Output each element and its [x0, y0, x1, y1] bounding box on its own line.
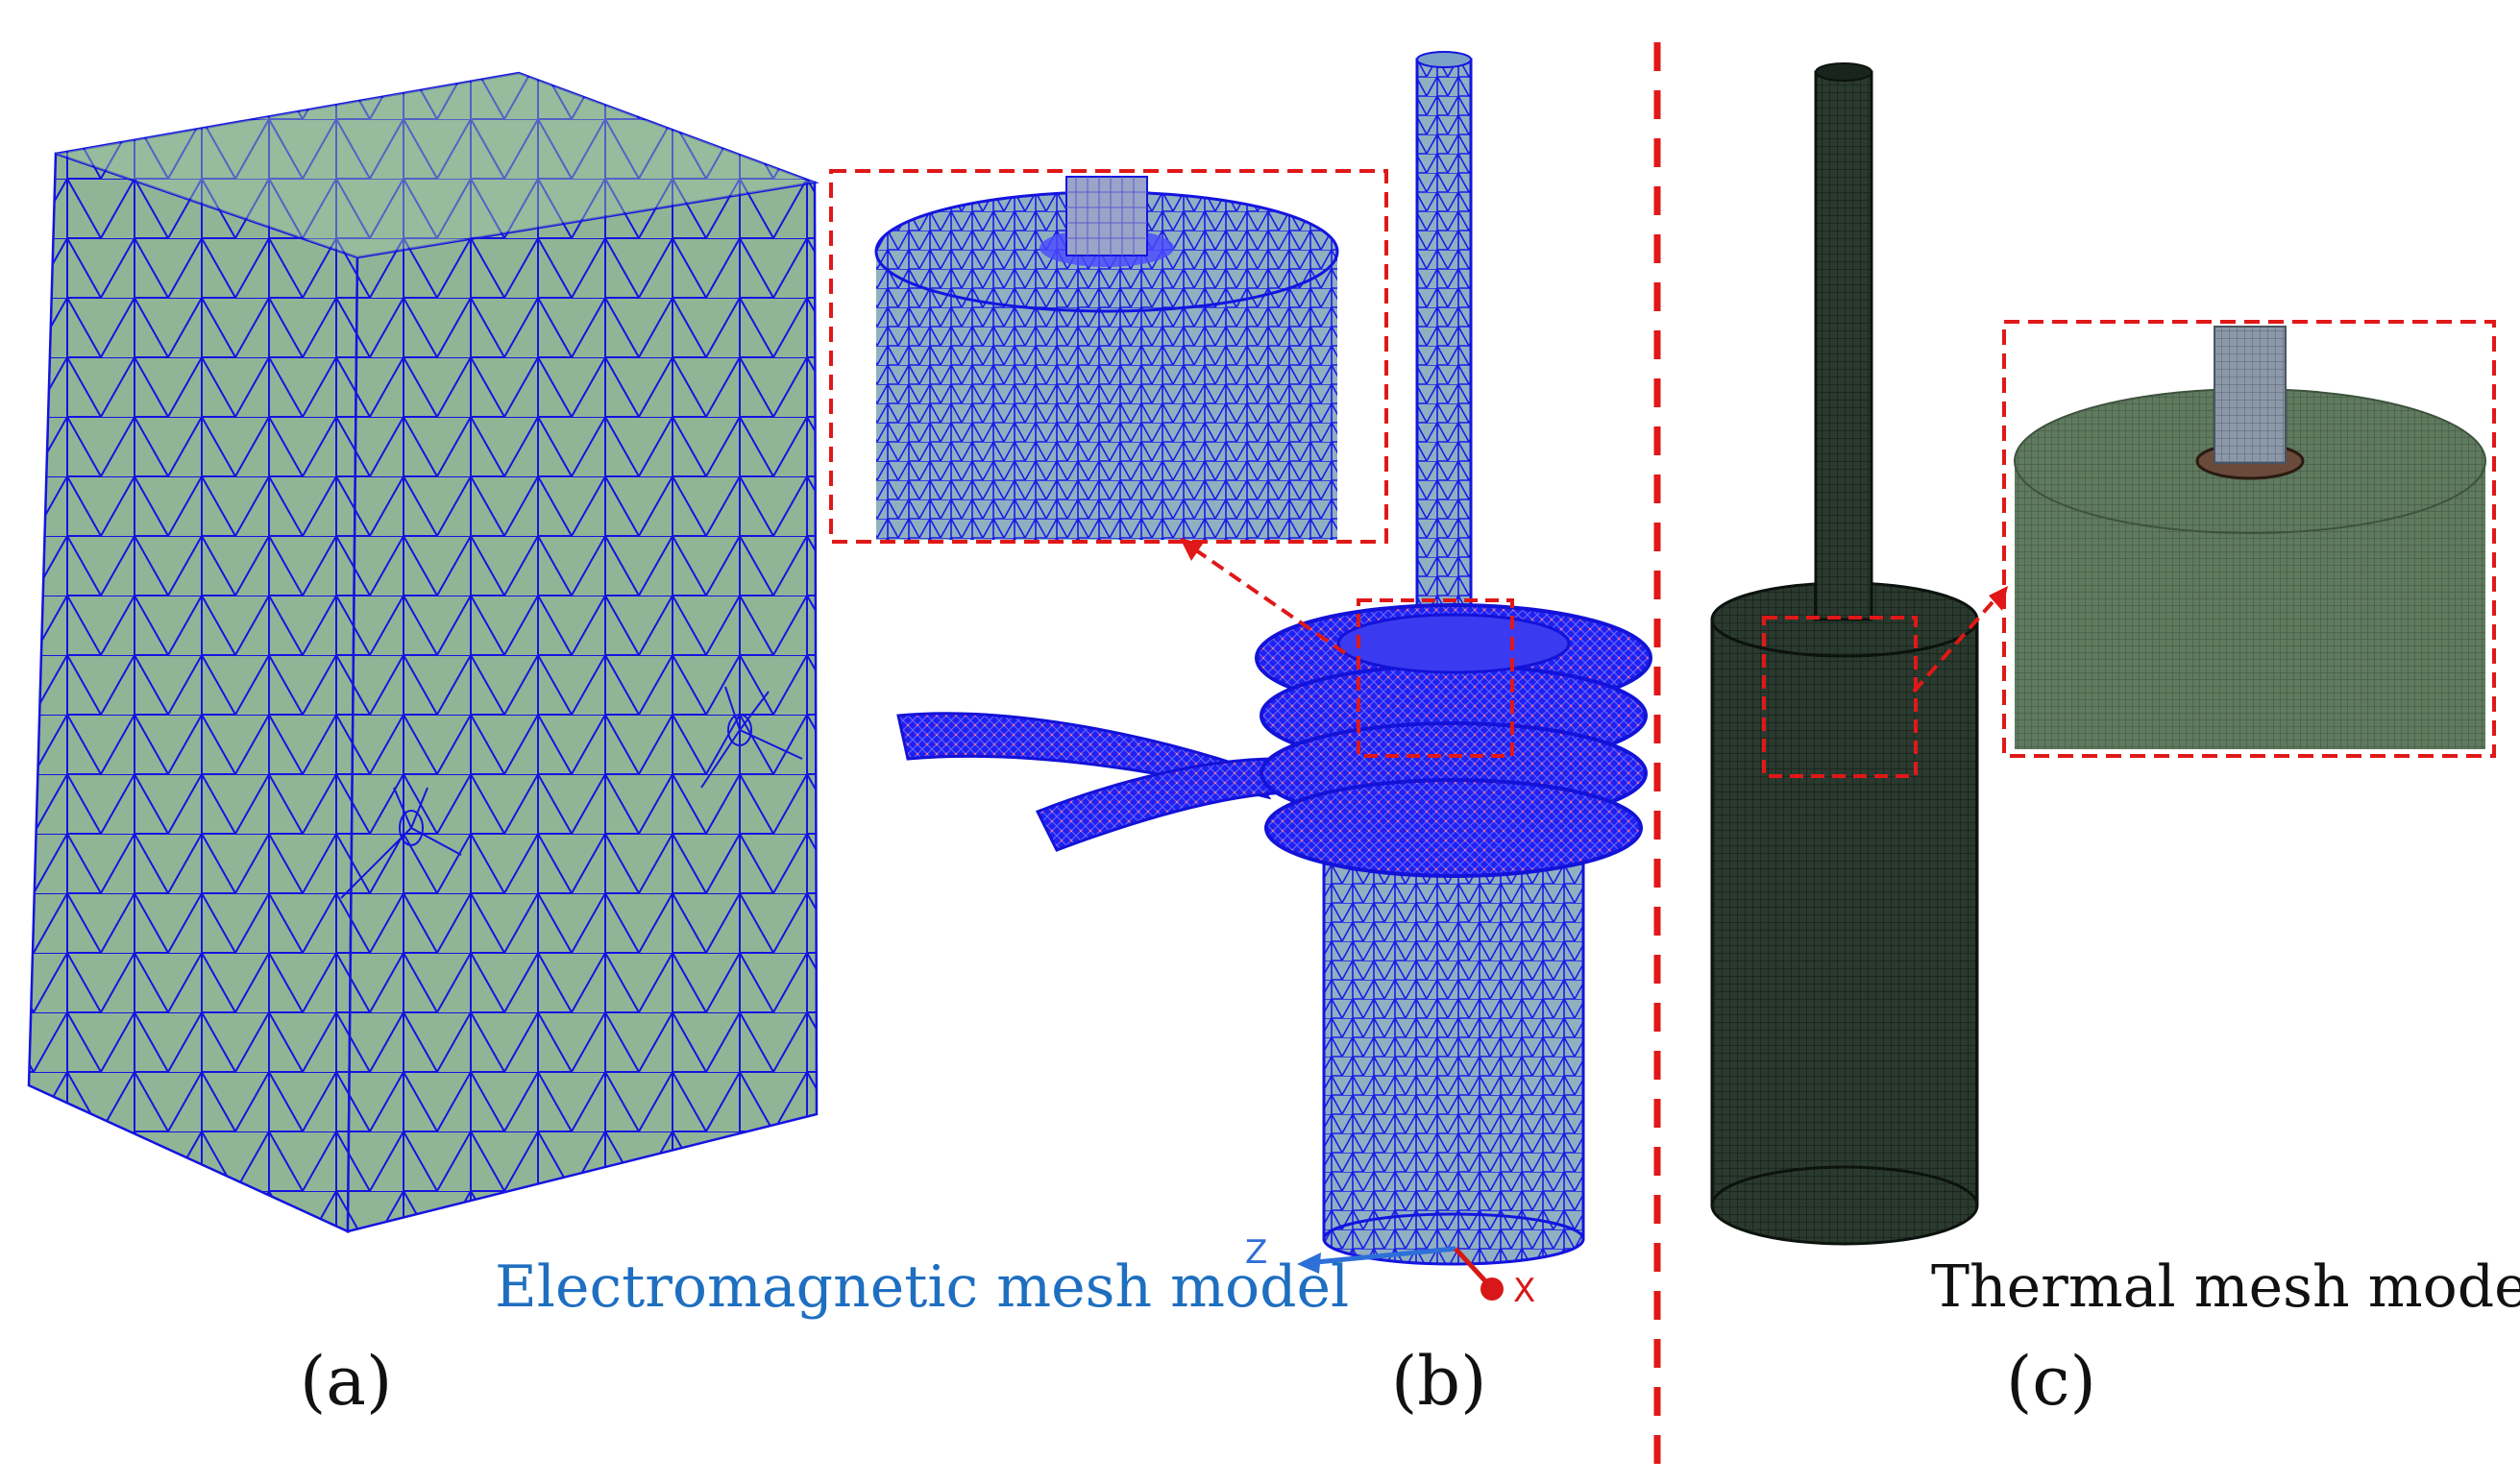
em-zoom-arrowhead	[1180, 538, 1203, 561]
coordinate-triad: Z X	[1245, 1233, 1535, 1310]
em-workpiece-mesh	[1322, 824, 1585, 1266]
em-zoom-connector	[1185, 542, 1347, 655]
thermal-zoom-arrowhead	[1989, 586, 2008, 611]
thermal-highlight-region	[1762, 616, 1918, 778]
panel-label-b: (b)	[1391, 1342, 1486, 1421]
electromagnetic-caption: Electromagnetic mesh model	[495, 1253, 1349, 1321]
em-zoom-inset	[829, 169, 1388, 544]
mesh-singularity-left	[340, 787, 462, 899]
axis-z-label: Z	[1245, 1233, 1267, 1272]
thermal-zoom-inset	[2002, 320, 2496, 758]
em-highlight-region	[1357, 598, 1514, 758]
air-box-mesh	[27, 71, 820, 1233]
mesh-singularity-right	[700, 686, 803, 789]
thermal-rod-mesh	[1814, 62, 1873, 621]
thermal-workpiece-mesh	[1710, 581, 1979, 1246]
em-rod-mesh	[1415, 51, 1473, 638]
thermal-zoom-connector	[1912, 594, 2000, 693]
panel-label-c: (c)	[2006, 1342, 2096, 1421]
induction-coil-mesh	[896, 603, 1652, 878]
axis-x-label: X	[1513, 1272, 1535, 1310]
thermal-caption: Thermal mesh model	[1931, 1253, 2520, 1321]
panel-label-a: (a)	[300, 1342, 392, 1421]
